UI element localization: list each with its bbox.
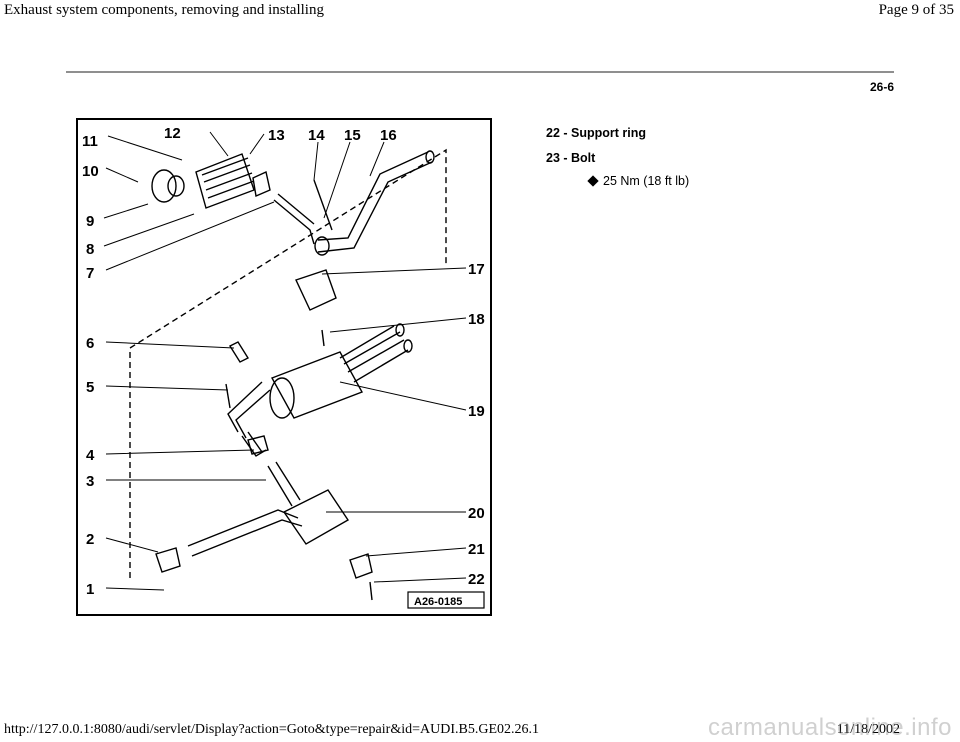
hanger-17 <box>295 269 337 311</box>
callout-9: 9 <box>86 213 94 230</box>
legend-item-23: 23 - Bolt <box>546 151 689 165</box>
callout-6: 6 <box>86 335 94 352</box>
legend-item-22: 22 - Support ring <box>546 126 689 140</box>
flange <box>151 169 177 203</box>
front-pipe-bracket <box>273 193 315 245</box>
callout-15: 15 <box>344 127 361 144</box>
callout-18: 18 <box>468 311 485 328</box>
callout-2: 2 <box>86 531 94 548</box>
callout-14: 14 <box>308 127 325 144</box>
clamp <box>252 171 271 197</box>
callout-11: 11 <box>82 133 98 150</box>
figure-ref-box <box>407 591 485 609</box>
footer-url: http://127.0.0.1:8080/audi/servlet/Displ… <box>4 722 539 737</box>
callout-12: 12 <box>164 125 181 142</box>
footer-date: 11/18/2002 <box>836 722 900 737</box>
rear-muffler <box>270 351 364 419</box>
legend-item-label: 22 - Support ring <box>546 126 646 140</box>
intermediate-pipe <box>227 381 271 439</box>
callout-5: 5 <box>86 379 94 396</box>
leader-lines <box>103 131 467 591</box>
catalytic-converter <box>195 153 255 209</box>
callout-7: 7 <box>86 265 94 282</box>
dashed-outline <box>129 148 447 578</box>
callout-10: 10 <box>82 163 99 180</box>
legend-item-label: 23 - Bolt <box>546 151 596 165</box>
exhaust-diagram: 11 12 13 14 15 16 10 9 8 7 17 18 6 5 19 … <box>76 118 492 616</box>
clamp-2 <box>155 547 181 573</box>
bolt-22 <box>369 581 373 601</box>
torque-spec: 25 Nm (18 ft lb) <box>603 174 690 188</box>
callout-16: 16 <box>380 127 397 144</box>
callout-3: 3 <box>86 473 94 490</box>
hanger-6 <box>228 341 250 363</box>
figure-ref-label: A26-0185 <box>414 596 462 608</box>
callout-19: 19 <box>468 403 485 420</box>
callout-22: 22 <box>468 571 485 588</box>
callout-8: 8 <box>86 241 94 258</box>
callout-21: 21 <box>468 541 485 558</box>
front-pipe <box>317 151 433 253</box>
diamond-bullet-icon <box>587 175 599 187</box>
bolt-18 <box>321 329 325 347</box>
page-code: 26-6 <box>869 80 894 94</box>
document-title: Exhaust system components, removing and … <box>4 2 324 18</box>
center-muffler <box>282 489 349 545</box>
callout-1: 1 <box>86 581 94 598</box>
watermark: carmanualsonline.info <box>708 714 952 741</box>
header-rule <box>66 71 894 73</box>
support-ring <box>349 553 373 579</box>
tailpipes <box>339 325 409 383</box>
page-indicator: Page 9 of 35 <box>878 2 954 18</box>
legend-sub-item: 25 Nm (18 ft lb) <box>587 174 690 188</box>
callout-4: 4 <box>86 447 95 464</box>
callout-17: 17 <box>468 261 485 278</box>
clamp-4 <box>247 435 269 455</box>
bolt-5 <box>225 383 231 409</box>
legend: 22 - Support ring 23 - Bolt 25 Nm (18 ft… <box>546 126 689 188</box>
callout-13: 13 <box>268 127 285 144</box>
bolt-14 <box>313 179 333 231</box>
exhaust-diagram-drawing: 11 12 13 14 15 16 10 9 8 7 17 18 6 5 19 … <box>82 125 485 609</box>
callout-20: 20 <box>468 505 485 522</box>
center-pipe <box>187 509 303 557</box>
